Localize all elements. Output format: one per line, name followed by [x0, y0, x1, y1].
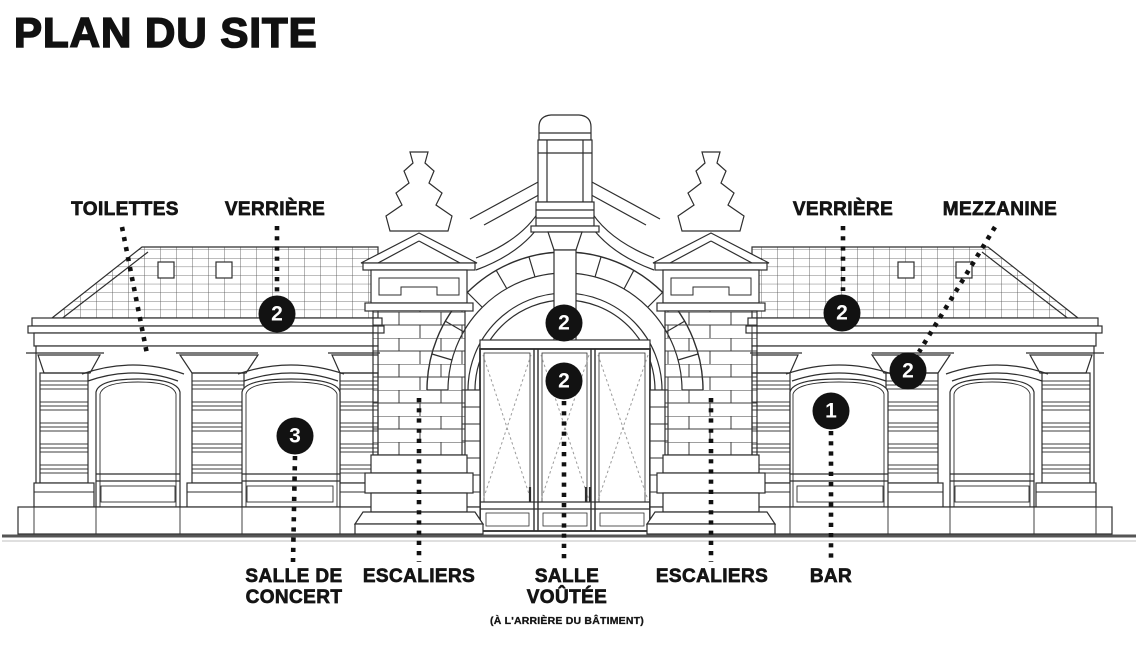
- roof-lantern: [538, 114, 592, 141]
- label-salle-voutee-note: (À L'ARRIÈRE DU BÂTIMENT): [490, 615, 644, 627]
- marker-salle-de-concert: 3: [276, 417, 314, 455]
- label-bar: BAR: [809, 566, 853, 588]
- marker-mezzanine: 2: [889, 352, 927, 390]
- label-salle-de-concert: SALLE DE CONCERT: [245, 566, 343, 609]
- door-handles: [528, 487, 592, 502]
- left-tower-drawing: [353, 151, 485, 535]
- right-tower-drawing: [646, 151, 776, 535]
- left-wing-drawing: [17, 246, 385, 535]
- label-escaliers-right: ESCALIERS: [655, 566, 769, 588]
- rusticated-pilaster: [39, 372, 89, 484]
- page-title: PLAN DU SITE: [13, 9, 318, 56]
- marker-verriere-right-roof: 2: [823, 294, 861, 332]
- leader-toilettes: [119, 226, 150, 355]
- right-wing-drawing: [745, 246, 1113, 535]
- marker-entrance-arch: 2: [545, 304, 583, 342]
- tower-finial: [385, 151, 453, 232]
- roof-vent: [157, 261, 175, 279]
- marker-bar: 1: [812, 392, 850, 430]
- rusticated-pilaster: [191, 372, 245, 484]
- label-mezzanine: MEZZANINE: [942, 199, 1058, 221]
- leader-salle-de-concert: [290, 455, 298, 563]
- tower-brick-shaft: [372, 310, 466, 456]
- leader-lines: [119, 225, 997, 563]
- label-toilettes: TOILETTES: [71, 199, 179, 221]
- label-escaliers-left: ESCALIERS: [362, 566, 476, 588]
- roof-vent: [215, 261, 233, 279]
- left-roof-verriere: [50, 246, 379, 319]
- label-verriere-right: VERRIÈRE: [792, 199, 894, 221]
- label-salle-voutee: SALLE VOÛTÉE (À L'ARRIÈRE DU BÂTIMENT): [490, 566, 644, 632]
- marker-salle-voutee: 2: [545, 362, 583, 400]
- label-verriere-left: VERRIÈRE: [224, 199, 326, 221]
- arched-window: [95, 378, 181, 508]
- marker-verriere-left-roof: 2: [258, 295, 296, 333]
- leader-mezzanine: [917, 225, 997, 354]
